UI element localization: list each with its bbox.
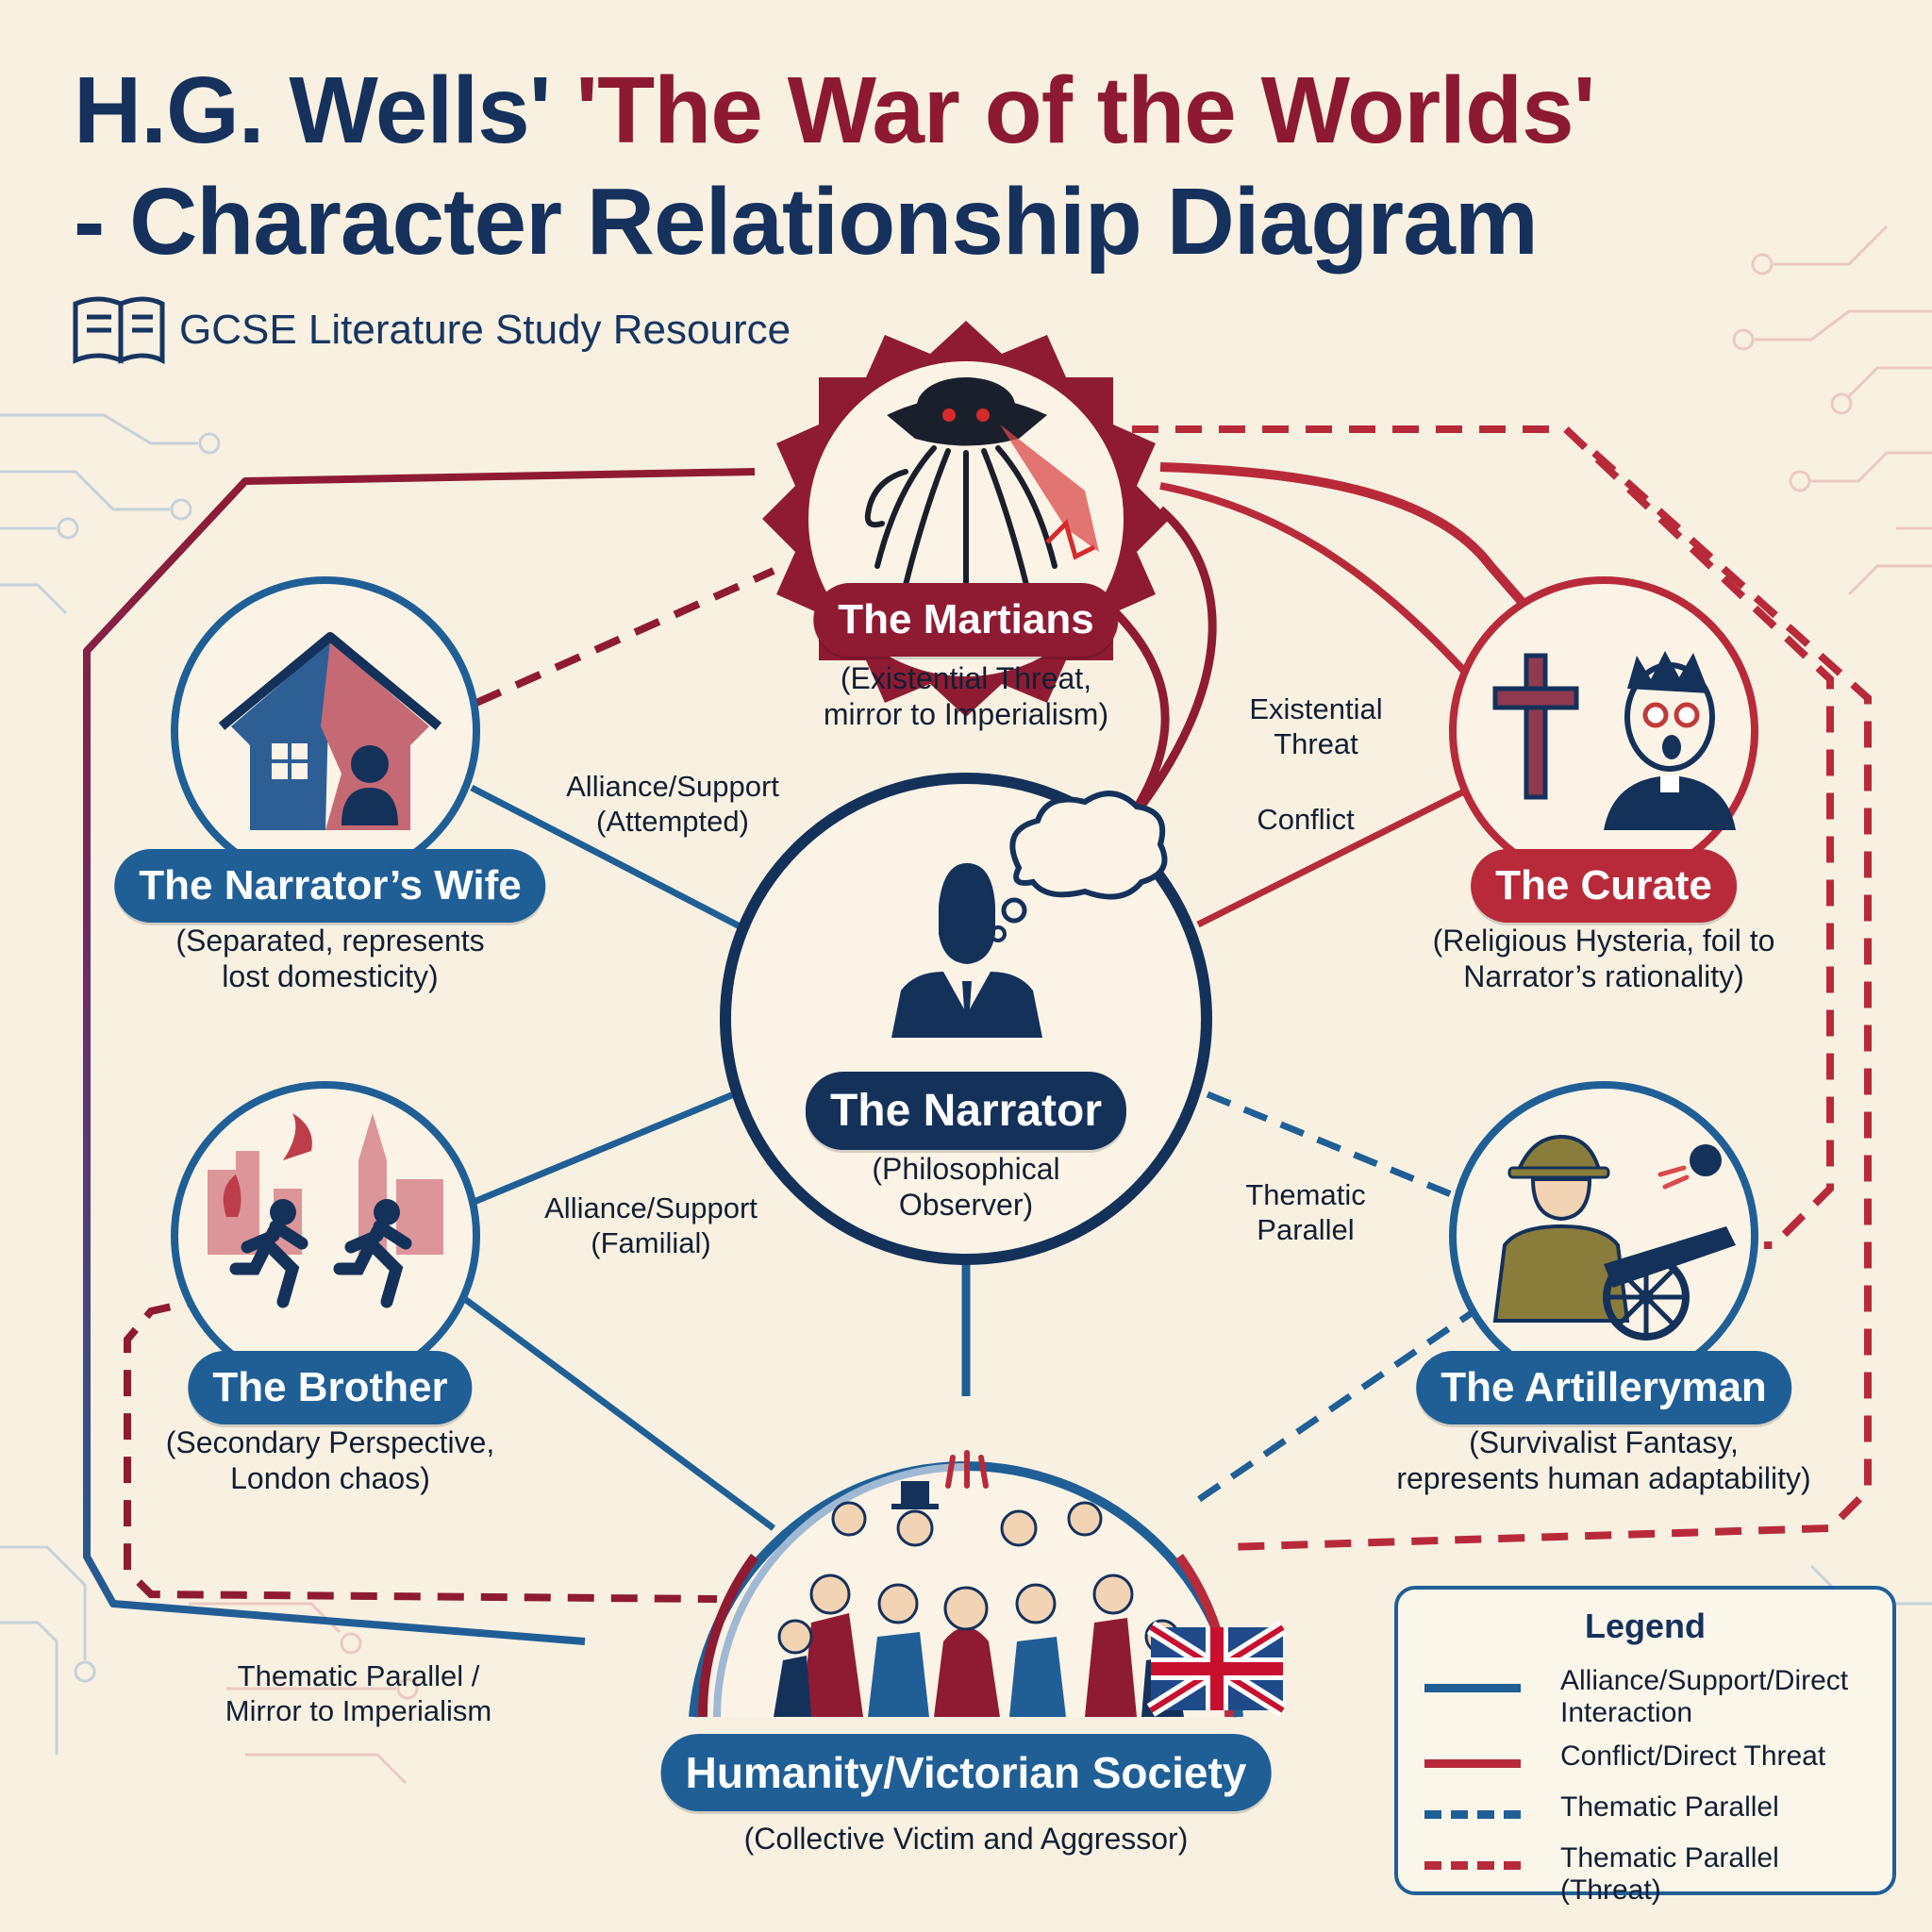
desc-brother: (Secondary Perspective, London chaos) [166,1424,495,1496]
connector-martians-curate [1159,462,1560,645]
union-flag-icon [1146,1621,1288,1717]
rel-martians-narrator: Existential Threat [1249,691,1382,761]
legend-text-thematic-threat: Thematic Parallel (Threat) [1560,1842,1779,1906]
desc-curate-line-1: (Religious Hysteria, foil to [1432,924,1775,958]
rel-society-martians: Thematic Parallel / Mirror to Imperialis… [225,1658,491,1728]
connector-martians-society-loop [83,468,756,1645]
label-narrator[interactable]: The Narrator [805,1072,1127,1150]
desc-brother-line-1: (Secondary Perspective, [165,1425,495,1459]
connector-brother-society [459,1294,776,1531]
title-part-2: 'The War of the Worlds' [575,58,1595,163]
label-curate[interactable]: The Curate [1471,849,1737,923]
desc-martians-line-1: (Existential Threat, [840,661,1092,695]
desc-narrator: (Philosophical Observer) [872,1151,1059,1223]
desc-narrator-line-1: (Philosophical [872,1152,1060,1186]
running-people-icon [229,1199,412,1308]
label-martians[interactable]: The Martians [813,583,1119,657]
desc-society: (Collective Victim and Aggressor) [743,1822,1189,1856]
node-society[interactable] [689,1450,1288,1718]
rel-wife-narrator-line-2: (Attempted) [596,805,749,838]
rel-society-martians-line-1: Thematic Parallel / [237,1659,480,1692]
book-icon [73,296,165,365]
title-part-1: H.G. Wells' [74,58,576,163]
connector-curate-narrator [1196,789,1464,928]
soldier-cannon-icon [1492,1134,1736,1341]
connector-wife-martians [475,567,775,707]
legend-text-alliance: Alliance/Support/Direct Interaction [1560,1665,1849,1728]
connector-artilleryman-society [1196,1304,1483,1503]
rel-society-martians-line-2: Mirror to Imperialism [225,1694,492,1727]
desc-artilleryman-line-1: (Survivalist Fantasy, [1469,1425,1739,1459]
connector-brother-society-dashed [124,1284,718,1603]
page-title: H.G. Wells' 'The War of the Worlds' - Ch… [74,55,1866,277]
cross-icon [1492,653,1579,800]
rel-martians-narrator-line-1: Existential [1249,692,1383,725]
rel-artilleryman-narrator-line-2: Parallel [1257,1213,1355,1246]
crowd-icon [774,1450,1184,1717]
connector-artilleryman-narrator [1206,1091,1474,1207]
desc-brother-line-2: London chaos) [230,1461,430,1495]
node-artilleryman[interactable] [1449,1081,1758,1391]
rel-wife-narrator: Alliance/Support (Attempted) [566,769,779,839]
legend-text-thematic: Thematic Parallel [1560,1791,1779,1823]
connector-martians-artilleryman-dashed [1132,425,1834,1249]
rel-brother-narrator-line-1: Alliance/Support [544,1191,758,1224]
legend-swatch-alliance [1424,1684,1521,1692]
legend-swatch-conflict [1424,1759,1521,1768]
node-curate[interactable] [1449,576,1758,886]
legend-text-conflict: Conflict/Direct Threat [1560,1740,1826,1772]
connector-brother-narrator [470,1086,747,1207]
legend-swatch-thematic [1424,1810,1521,1819]
node-wife[interactable] [171,576,480,886]
desc-martians: (Existential Threat, mirror to Imperiali… [824,660,1108,732]
desc-narrator-line-2: Observer) [898,1188,1034,1222]
rel-wife-narrator-line-1: Alliance/Support [566,770,779,803]
desc-artilleryman-line-2: represents human adaptability) [1396,1461,1811,1495]
title-part-3: - Character Relationship Diagram [74,169,1539,275]
thought-bubble-icon [990,791,1168,942]
desc-curate: (Religious Hysteria, foil to Narrator’s … [1433,923,1775,994]
label-society[interactable]: Humanity/Victorian Society [660,1734,1272,1811]
desc-wife-line-1: (Separated, represents [175,924,485,958]
house-woman-icon [218,632,442,830]
connector-martians-narrator [1119,506,1217,833]
legend: Legend Alliance/Support/Direct Interacti… [1394,1586,1896,1906]
label-wife[interactable]: The Narrator’s Wife [114,849,546,923]
frightened-curate-icon [1604,651,1736,830]
desc-wife-line-2: lost domesticity) [222,959,439,993]
rel-artilleryman-narrator-line-1: Thematic [1245,1178,1366,1211]
rel-curate-narrator: Conflict [1257,803,1355,836]
rel-martians-narrator-line-2: Threat [1274,727,1358,760]
desc-curate-line-2: Narrator’s rationality) [1463,959,1744,993]
connector-martians-curate-2 [1159,482,1474,682]
legend-title: Legend [1584,1607,1706,1645]
rel-brother-narrator: Alliance/Support (Familial) [544,1191,758,1260]
martian-tripod-icon [864,377,1099,588]
connector-wife-narrator [470,784,747,933]
connector-martians-society-dashed [1225,450,1872,1551]
desc-artilleryman: (Survivalist Fantasy, represents human a… [1396,1424,1810,1496]
subtitle: GCSE Literature Study Resource [179,307,791,353]
desc-martians-line-2: mirror to Imperialism) [823,697,1109,731]
desc-wife: (Separated, represents lost domesticity) [175,923,484,994]
node-brother[interactable] [171,1081,480,1391]
narrator-figure-icon [891,863,1042,1038]
rel-brother-narrator-line-2: (Familial) [591,1226,711,1259]
legend-swatch-thematic-threat [1424,1861,1521,1870]
label-brother[interactable]: The Brother [188,1351,473,1424]
node-martians[interactable] [762,321,1170,717]
rel-artilleryman-narrator: Thematic Parallel [1245,1177,1365,1247]
label-artilleryman[interactable]: The Artilleryman [1416,1351,1791,1424]
